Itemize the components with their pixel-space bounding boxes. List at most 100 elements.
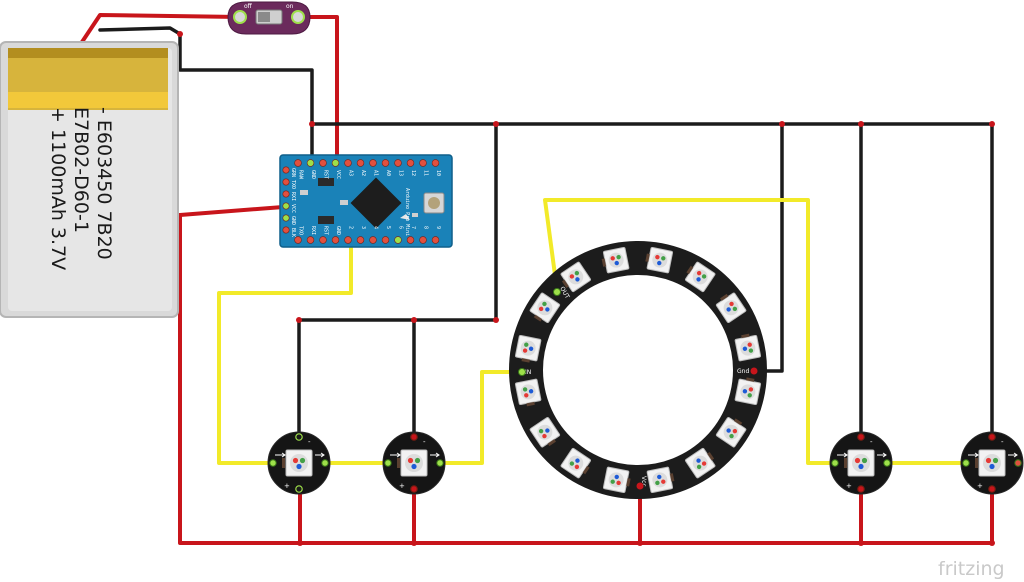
arduino-pin-label: A0	[385, 170, 391, 176]
arduino-left-header: GRN TXO RXI VCC GND BLK	[282, 166, 296, 237]
single-pixels: -+-+-+-+	[267, 431, 1024, 495]
arduino-pin-label: A3	[348, 170, 354, 176]
ring-led	[514, 378, 542, 407]
arduino-pin-label: 9	[435, 226, 441, 229]
arduino-pin-label: GND	[335, 226, 341, 235]
arduino-pin-top-7[interactable]	[381, 159, 390, 167]
arduino-pin-bottom-4[interactable]	[344, 236, 352, 244]
arduino-pin-label: VCC	[335, 170, 341, 179]
pixel-minus-label: -	[423, 438, 426, 446]
arduino-pin-top-2[interactable]	[319, 159, 327, 167]
arduino-pin-top-8[interactable]	[394, 159, 402, 167]
arduino-pin-label: 4	[373, 226, 379, 229]
arduino-pin-left-1[interactable]	[282, 178, 290, 186]
neopixel-ring: IN OUT Gnd Vcc	[509, 241, 767, 499]
arduino-pin-label: RST	[323, 226, 329, 235]
arduino-pin-label: 12	[410, 170, 416, 176]
ring-led	[715, 417, 747, 448]
arduino-pin-left-0[interactable]	[282, 166, 290, 174]
ring-led	[560, 261, 591, 293]
arduino-pin-label: 8	[423, 226, 429, 229]
arduino-pin-label: GND	[310, 170, 316, 179]
arduino-pin-top-4[interactable]	[344, 159, 352, 167]
arduino-pin-label: 13	[398, 170, 404, 176]
ring-led	[560, 447, 591, 479]
battery-label-line2: E7B02-D60-1	[70, 107, 92, 233]
arduino-pin-bottom-11[interactable]	[431, 236, 440, 244]
logo-icon	[400, 214, 410, 220]
arduino-pin-bottom-1[interactable]	[306, 236, 315, 244]
switch-off-label: off	[244, 3, 253, 10]
arduino-pin-top-0[interactable]	[294, 159, 302, 167]
arduino-pin-left-4[interactable]	[282, 214, 290, 222]
fritzing-logo: fritzing	[938, 558, 1005, 580]
wire-joints	[177, 31, 995, 546]
arduino-pin-label: 3	[360, 226, 366, 229]
ring-led	[602, 466, 631, 494]
pixel-minus-label: -	[1001, 438, 1004, 446]
arduino-pin-label: RAW	[298, 170, 304, 180]
arduino-pin-top-10[interactable]	[419, 159, 427, 167]
arduino-pin-label: 10	[435, 170, 441, 176]
arduino-pin-bottom-8[interactable]	[394, 236, 402, 244]
ring-gnd-label: Gnd	[737, 368, 749, 375]
arduino-pin-left-5[interactable]	[282, 226, 290, 234]
yellow-wires	[217, 198, 968, 465]
arduino-pin-bottom-6[interactable]	[369, 236, 377, 244]
arduino-pin-label: 11	[423, 170, 429, 176]
arduino-pin-label: BLK	[290, 228, 296, 237]
arduino-pin-top-6[interactable]	[369, 159, 377, 167]
arduino-pin-left-2[interactable]	[282, 190, 290, 198]
arduino-pin-label: RXI	[290, 192, 296, 201]
arduino-pin-label: RXI	[310, 226, 316, 235]
arduino-pin-left-3[interactable]	[282, 202, 290, 210]
single-pixel-1: -+	[267, 431, 331, 495]
ring-led	[685, 447, 716, 479]
arduino-pin-bottom-10[interactable]	[419, 236, 427, 244]
arduino-pin-top-3[interactable]	[331, 159, 340, 167]
arduino-pin-label: TXO	[290, 180, 296, 189]
arduino-pin-top-11[interactable]	[431, 159, 440, 167]
ring-led	[529, 292, 561, 323]
arduino-pin-label: VCC	[290, 204, 296, 213]
arduino-pin-bottom-9[interactable]	[406, 236, 415, 244]
pixel-plus-label: +	[846, 482, 852, 490]
ring-led	[685, 261, 716, 293]
arduino-pin-label: 7	[410, 226, 416, 229]
ring-led	[601, 246, 630, 274]
arduino-pin-bottom-0[interactable]	[294, 236, 302, 244]
arduino-pin-label: 5	[385, 226, 391, 229]
ring-din-label: IN	[525, 369, 531, 376]
ring-led	[734, 333, 762, 362]
battery-label-line1: - E603450 7B20	[93, 107, 115, 260]
red-wires	[78, 13, 994, 545]
arduino-pin-label: GRN	[290, 168, 296, 177]
ring-led	[715, 292, 747, 323]
arduino-pin-bottom-7[interactable]	[381, 236, 390, 244]
single-pixel-2: -+	[382, 431, 446, 495]
arduino-pin-bottom-2[interactable]	[319, 236, 327, 244]
single-pixel-3: -+	[829, 431, 893, 495]
arduino-pin-label: A1	[373, 170, 379, 176]
lipo-battery: - E603450 7B20 E7B02-D60-1 + 1100mAh 3.7…	[0, 41, 179, 318]
arduino-pin-label: 2	[348, 226, 354, 229]
arduino-pin-top-9[interactable]	[406, 159, 415, 167]
arduino-pin-bottom-3[interactable]	[331, 236, 340, 244]
ring-vcc-label: Vcc	[640, 476, 647, 487]
pixel-minus-label: -	[870, 438, 873, 446]
arduino-pin-bottom-5[interactable]	[356, 236, 365, 244]
ring-led	[646, 466, 675, 494]
slide-switch[interactable]: off on	[227, 1, 311, 35]
arduino-bottom-header: TXO RXI RST GND 2 3 4 5 6 7 8 9	[294, 226, 441, 244]
ring-led	[734, 377, 762, 406]
arduino-pin-label: GND	[290, 216, 296, 225]
arduino-pin-label: A2	[360, 170, 366, 176]
ring-led	[645, 246, 674, 274]
ring-led	[514, 334, 542, 363]
arduino-pin-label: TXO	[298, 226, 304, 235]
arduino-pin-top-1[interactable]	[306, 159, 315, 167]
arduino-pin-top-5[interactable]	[356, 159, 365, 167]
arduino-pin-label: 6	[398, 226, 404, 229]
